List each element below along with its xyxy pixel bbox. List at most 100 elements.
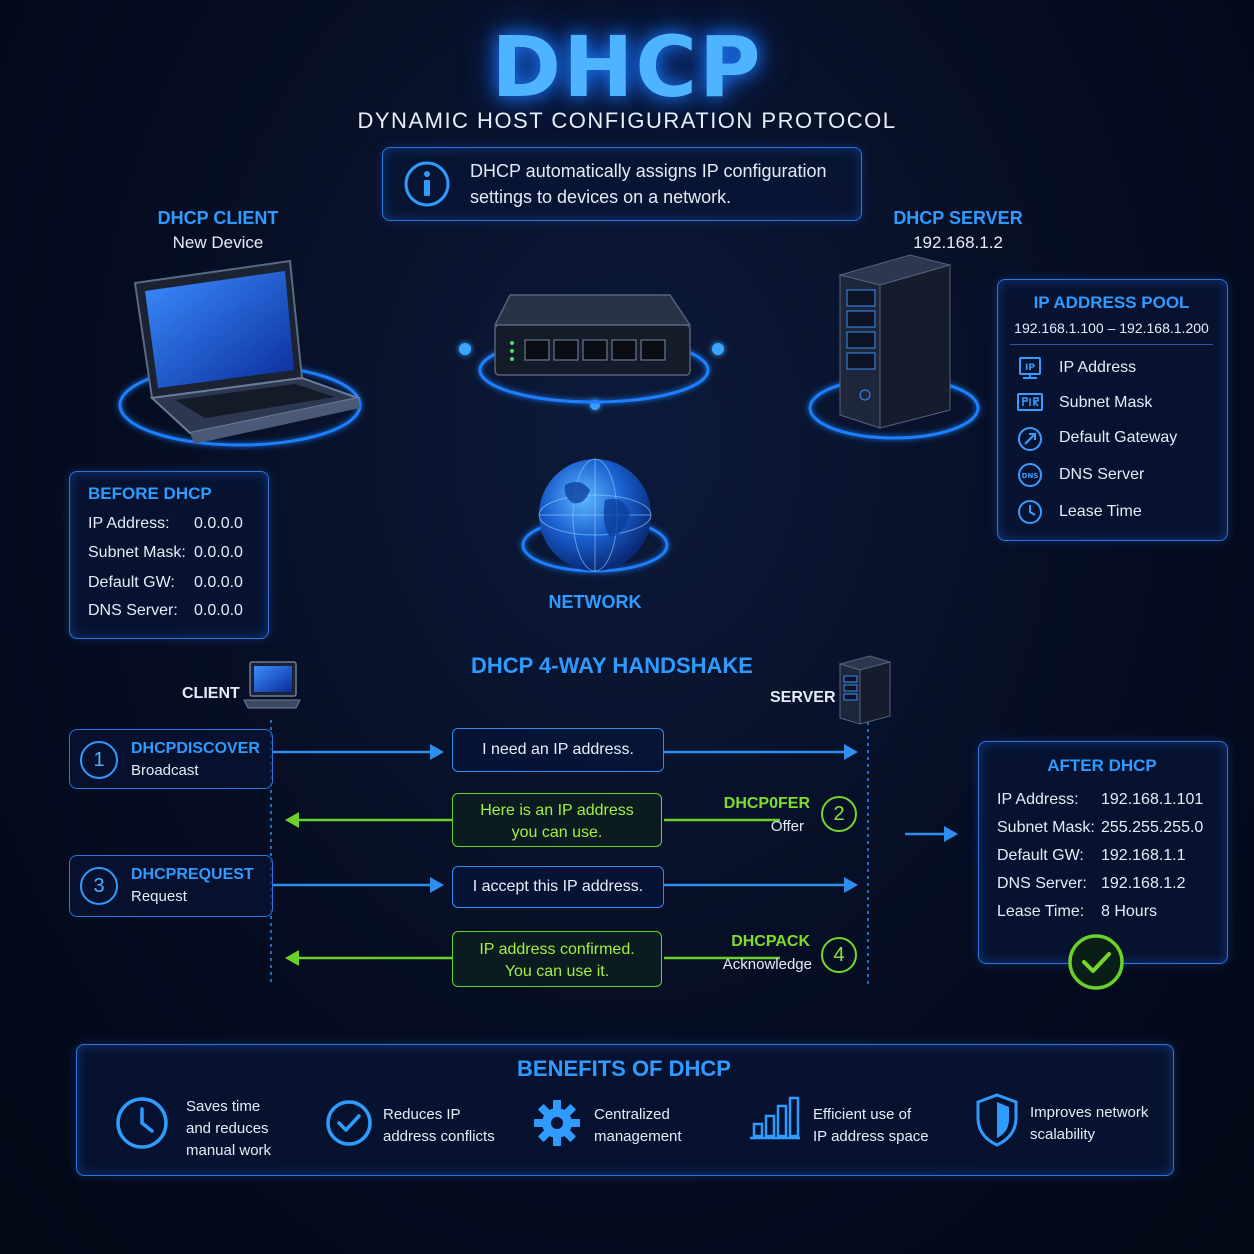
step-sub: Acknowledge [722, 956, 812, 973]
clock-icon [116, 1097, 168, 1149]
benefit-text: Improves network scalability [1030, 1102, 1148, 1146]
before-row-value: 0.0.0.0 [194, 574, 243, 591]
handshake-client-label: CLIENT [182, 685, 240, 702]
benefit-line: Improves network [1030, 1104, 1149, 1121]
step-sub: Request [131, 888, 187, 905]
server-tower-icon [838, 254, 952, 429]
info-box [382, 147, 862, 221]
benefit-text: Efficient use of IP address space [813, 1104, 929, 1148]
server-heading: DHCP SERVER [893, 208, 1023, 228]
before-row-value: 0.0.0.0 [194, 515, 243, 532]
after-dhcp-panel [978, 741, 1228, 964]
switch-icon [493, 294, 692, 376]
divider [1010, 344, 1213, 345]
client-heading: DHCP CLIENT [157, 208, 279, 228]
gear-icon [534, 1100, 580, 1146]
dns-icon: DNS [1018, 463, 1042, 487]
after-row-key: IP Address: [997, 791, 1079, 808]
step-number: 2 [821, 796, 857, 832]
svg-text:IP: IP [1025, 363, 1035, 373]
subnet-mask-icon [1017, 393, 1043, 411]
step-message: Here is an IP address you can use. [452, 793, 662, 847]
pool-item-label: IP Address [1059, 359, 1137, 376]
after-dhcp-heading: AFTER DHCP [1047, 756, 1157, 775]
step-name: DHCPACK [731, 933, 810, 950]
after-row-value: 192.168.1.101 [1101, 791, 1204, 808]
benefits-panel [76, 1044, 1174, 1176]
after-row-key: DNS Server: [997, 875, 1087, 892]
pool-item-label: Default Gateway [1059, 429, 1178, 446]
before-dhcp-panel [69, 471, 269, 639]
after-row-value: 192.168.1.1 [1101, 847, 1186, 864]
handshake-heading: DHCP 4-WAY HANDSHAKE [471, 653, 753, 678]
page-subtitle: DYNAMIC HOST CONFIGURATION PROTOCOL [357, 108, 897, 133]
step-number: 1 [80, 741, 118, 779]
before-row-value: 0.0.0.0 [194, 544, 243, 561]
pool-item-label: Subnet Mask [1059, 394, 1153, 411]
step-number: 4 [821, 937, 857, 973]
step-name: DHCPDISCOVER [131, 740, 260, 757]
pool-item-label: Lease Time [1059, 503, 1142, 520]
step-message: I accept this IP address. [452, 866, 664, 908]
before-row-key: IP Address: [88, 515, 170, 532]
check-circle-icon [1068, 934, 1124, 990]
pool-item-label: DNS Server [1059, 466, 1145, 483]
shield-icon [976, 1093, 1018, 1147]
benefit-text: Saves time and reduces manual work [186, 1096, 271, 1162]
step-name: DHCP0FER [723, 795, 810, 812]
after-row-key: Default GW: [997, 847, 1084, 864]
benefit-line: Centralized [594, 1106, 670, 1123]
benefit-line: and reduces [186, 1120, 269, 1137]
benefit-line: IP address space [813, 1128, 929, 1145]
before-row-value: 0.0.0.0 [194, 602, 243, 619]
benefits-heading: BENEFITS OF DHCP [517, 1056, 731, 1081]
gateway-icon [1018, 427, 1042, 451]
benefit-text: Reduces IP address conflicts [383, 1104, 495, 1148]
handshake-server-label: SERVER [770, 689, 836, 706]
server-small-icon [838, 655, 892, 725]
step-message-line: You can use it. [504, 963, 610, 980]
after-row-value: 8 Hours [1101, 903, 1158, 920]
before-dhcp-heading: BEFORE DHCP [88, 484, 212, 503]
page-title: DHCP [491, 18, 763, 116]
step-message: I need an IP address. [452, 728, 664, 772]
clock-icon [1018, 500, 1042, 524]
step-1-box [69, 729, 273, 789]
client-subheading: New Device [172, 233, 264, 252]
benefit-line: Efficient use of [813, 1106, 912, 1123]
network-label: NETWORK [548, 592, 642, 612]
bar-chart-icon [750, 1096, 800, 1140]
info-text: DHCP automatically assigns IP configurat… [470, 161, 827, 207]
step-name: DHCPREQUEST [131, 866, 254, 883]
info-icon [404, 161, 450, 207]
step-message-line: you can use. [511, 824, 603, 841]
ip-icon: IP [1019, 357, 1041, 379]
check-circle-icon [326, 1100, 372, 1146]
before-row-key: Default GW: [88, 574, 175, 591]
step-message: IP address confirmed. You can use it. [452, 931, 662, 987]
server-address: 192.168.1.2 [913, 233, 1003, 252]
benefit-line: address conflicts [383, 1128, 495, 1145]
benefit-line: manual work [186, 1142, 272, 1159]
client-laptop-icon [243, 661, 301, 709]
step-sub: Broadcast [131, 762, 199, 779]
after-row-value: 255.255.255.0 [1101, 819, 1204, 836]
benefit-text: Centralized management [594, 1104, 682, 1148]
before-row-key: DNS Server: [88, 602, 178, 619]
step-sub: Offer [770, 818, 804, 835]
globe-icon [538, 458, 652, 572]
ip-pool-range: 192.168.1.100 – 192.168.1.200 [1014, 320, 1209, 336]
laptop-icon [133, 259, 362, 444]
step-message-line: Here is an IP address [480, 802, 634, 819]
step-message-line: IP address confirmed. [479, 941, 635, 958]
before-row-key: Subnet Mask: [88, 544, 186, 561]
after-row-key: Subnet Mask: [997, 819, 1095, 836]
svg-text:DNS: DNS [1022, 472, 1039, 480]
benefit-line: Reduces IP [383, 1106, 461, 1123]
benefit-line: scalability [1030, 1126, 1096, 1143]
after-row-key: Lease Time: [997, 903, 1085, 920]
ip-pool-heading: IP ADDRESS POOL [1033, 293, 1190, 312]
benefit-line: management [594, 1128, 682, 1145]
after-row-value: 192.168.1.2 [1101, 875, 1186, 892]
benefit-line: Saves time [186, 1098, 261, 1115]
